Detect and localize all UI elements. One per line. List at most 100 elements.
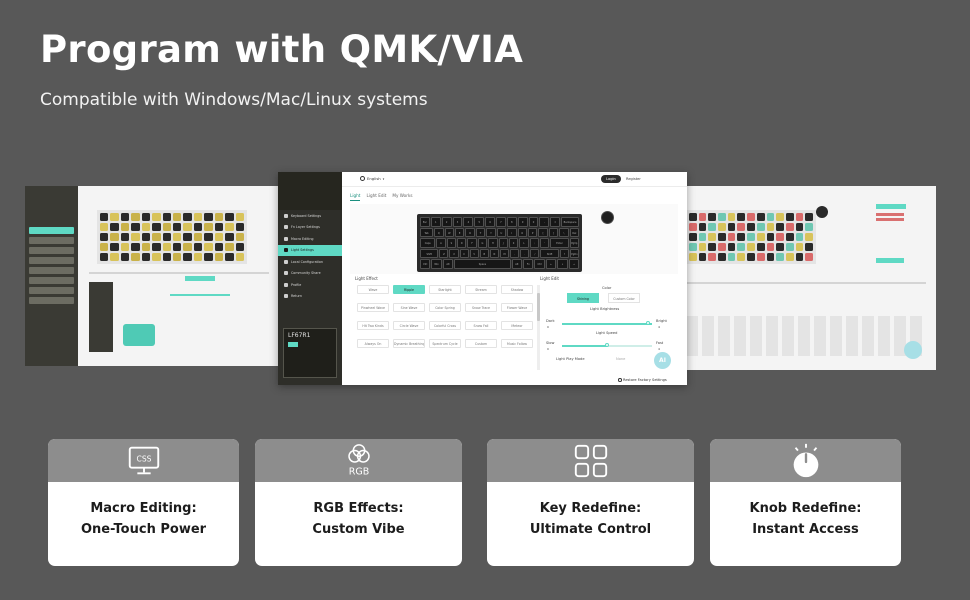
keycap[interactable]: E: [454, 227, 465, 238]
keycap[interactable]: Enter: [550, 238, 569, 248]
speed-slider-thumb[interactable]: [605, 343, 609, 347]
keycap[interactable]: \: [559, 227, 569, 238]
keycap[interactable]: U: [496, 227, 507, 238]
keycap[interactable]: 5: [474, 217, 485, 227]
knob-preview[interactable]: [601, 211, 614, 224]
keycap[interactable]: W: [444, 227, 454, 238]
keycap[interactable]: /: [530, 248, 540, 259]
keycap[interactable]: 8: [506, 217, 517, 227]
effect-option[interactable]: Shadow: [501, 285, 533, 294]
effect-option[interactable]: Sine Wave: [393, 303, 425, 312]
ai-assistant-button[interactable]: AI: [654, 352, 671, 369]
keycap[interactable]: X: [449, 248, 459, 259]
effect-option[interactable]: Snow Fall: [465, 321, 497, 330]
effect-option[interactable]: Starlight: [429, 285, 461, 294]
keycap[interactable]: S: [446, 238, 457, 248]
sidebar-item[interactable]: Macro Editing: [278, 233, 342, 245]
keycap[interactable]: Ctrl: [534, 259, 545, 269]
keycap[interactable]: ': [540, 238, 550, 248]
login-button[interactable]: Login: [601, 175, 621, 183]
keycap[interactable]: B: [479, 248, 489, 259]
effect-option[interactable]: Ripple: [393, 285, 425, 294]
keycap[interactable]: 4: [463, 217, 474, 227]
keycap[interactable]: ←: [545, 259, 557, 269]
keycap[interactable]: Z: [439, 248, 449, 259]
effect-option[interactable]: Always On: [357, 339, 389, 348]
keycap[interactable]: .: [520, 248, 530, 259]
tab[interactable]: My Works: [392, 193, 413, 198]
effect-option[interactable]: Meteor: [501, 321, 533, 330]
keycap[interactable]: Fn: [523, 259, 534, 269]
effect-option[interactable]: Spectrum Cycle: [429, 339, 461, 348]
sidebar-item[interactable]: Keyboard Settings: [278, 210, 342, 222]
effect-option[interactable]: Custom: [465, 339, 497, 348]
effect-option[interactable]: Circle Wave: [393, 321, 425, 330]
keycap[interactable]: Alt: [511, 259, 523, 269]
effect-option[interactable]: Colorful Cross: [429, 321, 461, 330]
effect-option[interactable]: Color Spring: [429, 303, 461, 312]
keycap[interactable]: 7: [496, 217, 506, 227]
play-mode-value[interactable]: None: [616, 357, 626, 361]
keycap[interactable]: R: [465, 227, 475, 238]
effect-option[interactable]: Snow Trace: [465, 303, 497, 312]
effect-option[interactable]: Wave: [357, 285, 389, 294]
sidebar-item[interactable]: Return: [278, 291, 342, 303]
keycap[interactable]: Q: [434, 227, 444, 238]
keycap[interactable]: Shift: [540, 248, 559, 259]
keycap[interactable]: ,: [510, 248, 520, 259]
keycap[interactable]: 9: [517, 217, 528, 227]
keycap[interactable]: =: [550, 217, 561, 227]
effect-option[interactable]: Stream: [465, 285, 497, 294]
sidebar-item[interactable]: Community Share: [278, 268, 342, 280]
device-model-panel[interactable]: LF67R1: [283, 328, 337, 378]
sidebar-item[interactable]: Profile: [278, 279, 342, 291]
keycap[interactable]: D: [457, 238, 467, 248]
keycap[interactable]: Tab: [420, 227, 434, 238]
keycap[interactable]: Esc: [420, 217, 430, 227]
keycap[interactable]: 0: [528, 217, 539, 227]
keycap[interactable]: O: [517, 227, 527, 238]
keycap[interactable]: Y: [486, 227, 496, 238]
keycap[interactable]: L: [519, 238, 529, 248]
color-option-shining[interactable]: Shining: [567, 293, 599, 303]
effects-scrollbar[interactable]: [537, 285, 540, 370]
keycap[interactable]: T: [475, 227, 486, 238]
register-link[interactable]: Register: [626, 177, 641, 181]
tab[interactable]: Light: [350, 193, 361, 201]
language-selector[interactable]: English ▾: [360, 176, 384, 181]
effect-option[interactable]: Music Follow: [501, 339, 533, 348]
keycap[interactable]: ]: [548, 227, 559, 238]
keycap[interactable]: Alt: [442, 259, 454, 269]
keycap[interactable]: ↑: [559, 248, 569, 259]
keycap[interactable]: Backspace: [561, 217, 579, 227]
keycap[interactable]: 6: [485, 217, 496, 227]
keycap[interactable]: 1: [430, 217, 441, 227]
keycap[interactable]: K: [508, 238, 519, 248]
keycap[interactable]: J: [498, 238, 508, 248]
keycap[interactable]: 2: [441, 217, 452, 227]
effect-option[interactable]: Pinwheel Wave: [357, 303, 389, 312]
keycap[interactable]: ;: [529, 238, 540, 248]
keycap[interactable]: [: [538, 227, 548, 238]
effect-option[interactable]: Flower Wave: [501, 303, 533, 312]
brightness-slider[interactable]: [562, 323, 652, 325]
keycap[interactable]: P: [527, 227, 538, 238]
keycap[interactable]: N: [489, 248, 499, 259]
sidebar-item[interactable]: Light Settings: [278, 244, 342, 256]
keycap[interactable]: I: [507, 227, 517, 238]
keycap[interactable]: Win: [431, 259, 442, 269]
keycap[interactable]: Shift: [420, 248, 439, 259]
keycap[interactable]: G: [477, 238, 488, 248]
sidebar-item[interactable]: Local Configuration: [278, 256, 342, 268]
keycap[interactable]: ↓: [557, 259, 568, 269]
sidebar-item[interactable]: Fn Layer Settings: [278, 222, 342, 234]
keycap[interactable]: C: [459, 248, 469, 259]
effect-option[interactable]: Hit Two Kinds: [357, 321, 389, 330]
keycap[interactable]: -: [539, 217, 550, 227]
keycap[interactable]: PgUp: [569, 238, 579, 248]
tab[interactable]: Light Edit: [366, 193, 387, 198]
keycap[interactable]: Space: [454, 259, 511, 269]
color-option-custom[interactable]: Custom Color: [608, 293, 640, 303]
keycap[interactable]: PgDn: [569, 248, 579, 259]
keycap[interactable]: Del: [569, 227, 580, 238]
